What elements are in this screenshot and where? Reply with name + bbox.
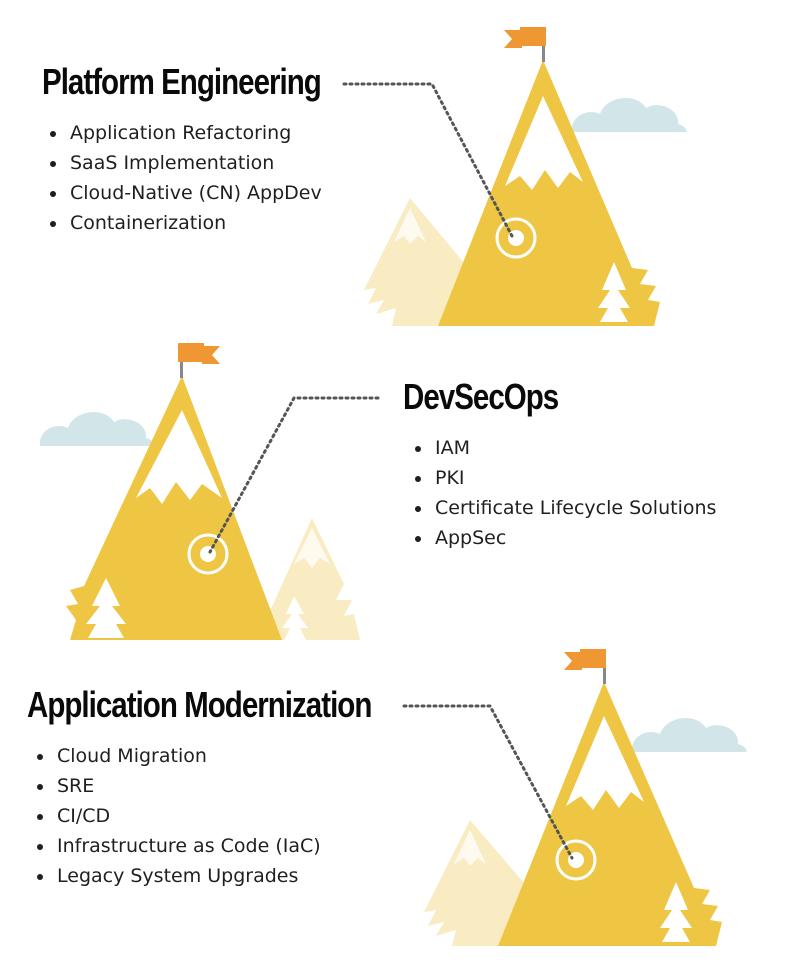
list-item: PKI [411, 463, 716, 493]
tree-icon [282, 596, 308, 640]
list-item: Application Refactoring [46, 118, 382, 148]
small-mountain-snow [454, 830, 486, 866]
mountain-illustration-2 [39, 343, 380, 640]
mountain-snowcap [566, 716, 644, 810]
mountain-illustration-3 [402, 649, 747, 946]
mountain-body [498, 682, 722, 946]
section-devsecops: DevSecOps IAM PKI Certificate Lifecycle … [403, 377, 716, 553]
mountain-body [438, 60, 660, 326]
section-platform-engineering: Platform Engineering Application Refacto… [42, 62, 382, 238]
list-item: SaaS Implementation [46, 148, 382, 178]
list-item: CI/CD [33, 801, 447, 831]
cloud-icon [631, 717, 747, 752]
flag-icon [178, 343, 220, 364]
tree-icon [598, 262, 630, 322]
mountain-snowcap [505, 96, 583, 190]
list-item: IAM [411, 433, 716, 463]
mountain-body [66, 376, 282, 640]
location-marker-dot [508, 230, 524, 246]
list-item: Cloud-Native (CN) AppDev [46, 178, 382, 208]
flag-icon [564, 649, 606, 670]
list-item: Infrastructure as Code (IaC) [33, 831, 447, 861]
location-marker-ring [495, 217, 537, 259]
tree-icon [86, 578, 126, 638]
mountain-snowcap [136, 410, 222, 504]
list-item: Certificate Lifecycle Solutions [411, 493, 716, 523]
mountain-illustration-1 [342, 27, 687, 326]
location-marker-ring [555, 839, 597, 881]
bullet-list: Cloud Migration SRE CI/CD Infrastructure… [33, 741, 447, 891]
location-marker-ring [187, 533, 229, 575]
leader-dotted-line [208, 396, 380, 554]
list-item: AppSec [411, 523, 716, 553]
list-item: Cloud Migration [33, 741, 447, 771]
section-title: Platform Engineering [42, 61, 322, 102]
section-title: Application Modernization [27, 684, 372, 725]
bullet-list: Application Refactoring SaaS Implementat… [46, 118, 382, 238]
small-mountain-snow [294, 528, 330, 568]
cloud-icon [571, 97, 687, 132]
flag-pole [180, 360, 183, 378]
location-marker-dot [200, 546, 216, 562]
flag-pole [542, 44, 545, 62]
section-application-modernization: Application Modernization Cloud Migratio… [27, 685, 447, 891]
bullet-list: IAM PKI Certificate Lifecycle Solutions … [411, 433, 716, 553]
list-item: Containerization [46, 208, 382, 238]
small-mountain-snow [394, 208, 426, 244]
list-item: Legacy System Upgrades [33, 861, 447, 891]
leader-dotted-line [342, 82, 514, 238]
tree-icon [660, 882, 692, 942]
flag-icon [504, 27, 546, 48]
leader-dotted-line [402, 704, 574, 860]
list-item: SRE [33, 771, 447, 801]
flag-pole [603, 666, 606, 684]
section-title: DevSecOps [403, 376, 559, 417]
cloud-icon [39, 411, 155, 446]
